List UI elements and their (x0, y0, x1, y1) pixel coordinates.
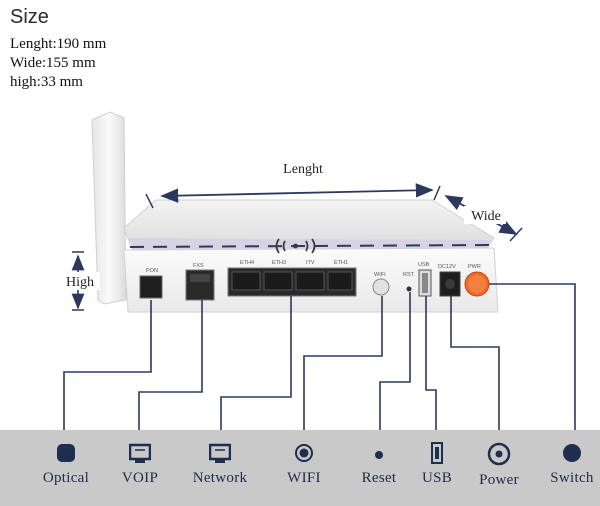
legend-reset-label: Reset (361, 470, 397, 486)
legend-network-label: Network (192, 470, 248, 486)
wifi-port-label: WIFI (374, 272, 386, 278)
optical-icon (57, 444, 75, 462)
voip-icon (129, 443, 151, 463)
length-label: Lenght (283, 162, 323, 177)
legend-power: Power (454, 442, 544, 489)
size-title: Size (10, 6, 49, 28)
connector-voip (138, 300, 203, 445)
legend-voip: VOIP (95, 442, 185, 487)
length-arrow (160, 183, 434, 203)
pwr-label: PWR (468, 264, 481, 270)
eth1-label: ETH1 (334, 260, 348, 266)
legend-usb: USB (392, 442, 482, 487)
power-icon (487, 442, 511, 466)
eth4-label: ETH4 (240, 260, 254, 266)
connector-lines (63, 283, 576, 456)
connector-optical (63, 300, 152, 445)
size-block: Size Lenght:190 mm Wide:155 mm high:33 m… (10, 6, 106, 92)
legend-bar (0, 430, 600, 506)
reset-icon (375, 451, 383, 459)
usb-icon (431, 442, 443, 464)
size-width: Wide:155 mm (10, 55, 96, 71)
connector-switch (489, 283, 576, 449)
rst-hole (406, 286, 412, 292)
connector-power (450, 296, 500, 455)
legend-switch-label: Switch (550, 470, 594, 486)
usb-port-label: USB (418, 262, 430, 268)
legend-wifi-label: WIFI (287, 470, 321, 486)
port-panel: PON FXS ETH4 ETH3 ITV ETH1 WIFI RST USB … (139, 260, 490, 301)
legend-optical: Optical (21, 442, 111, 487)
legend-power-label: Power (479, 472, 519, 488)
front-dash-line (129, 244, 493, 248)
legend-reset: Reset (334, 442, 424, 487)
legend-optical-label: Optical (42, 470, 90, 486)
antenna (91, 111, 127, 305)
width-label: Wide (471, 209, 501, 224)
legend-network: Network (175, 442, 265, 487)
legend-wifi: WIFI (259, 442, 349, 487)
wifi-icon (295, 444, 313, 462)
rst-label: RST (403, 272, 415, 278)
legend-usb-label: USB (421, 470, 453, 486)
size-length: Lenght:190 mm (10, 36, 107, 52)
switch-icon (563, 444, 581, 462)
height-label: High (66, 275, 94, 290)
dc-label: DC12V (438, 264, 456, 270)
connector-reset (379, 292, 411, 456)
legend-switch: Switch (527, 442, 600, 487)
network-icon (209, 443, 231, 463)
pon-port (139, 275, 163, 299)
pon-label: PON (146, 268, 158, 274)
eth3-label: ETH3 (272, 260, 286, 266)
size-height: high:33 mm (10, 74, 83, 90)
itv-label: ITV (306, 260, 315, 266)
wireless-logo (275, 238, 316, 254)
wifi-button (372, 278, 390, 296)
connector-usb (425, 296, 437, 452)
connector-wifi (303, 296, 383, 450)
connector-network (220, 296, 292, 445)
fxs-label: FXS (193, 263, 204, 269)
legend-voip-label: VOIP (121, 470, 159, 486)
